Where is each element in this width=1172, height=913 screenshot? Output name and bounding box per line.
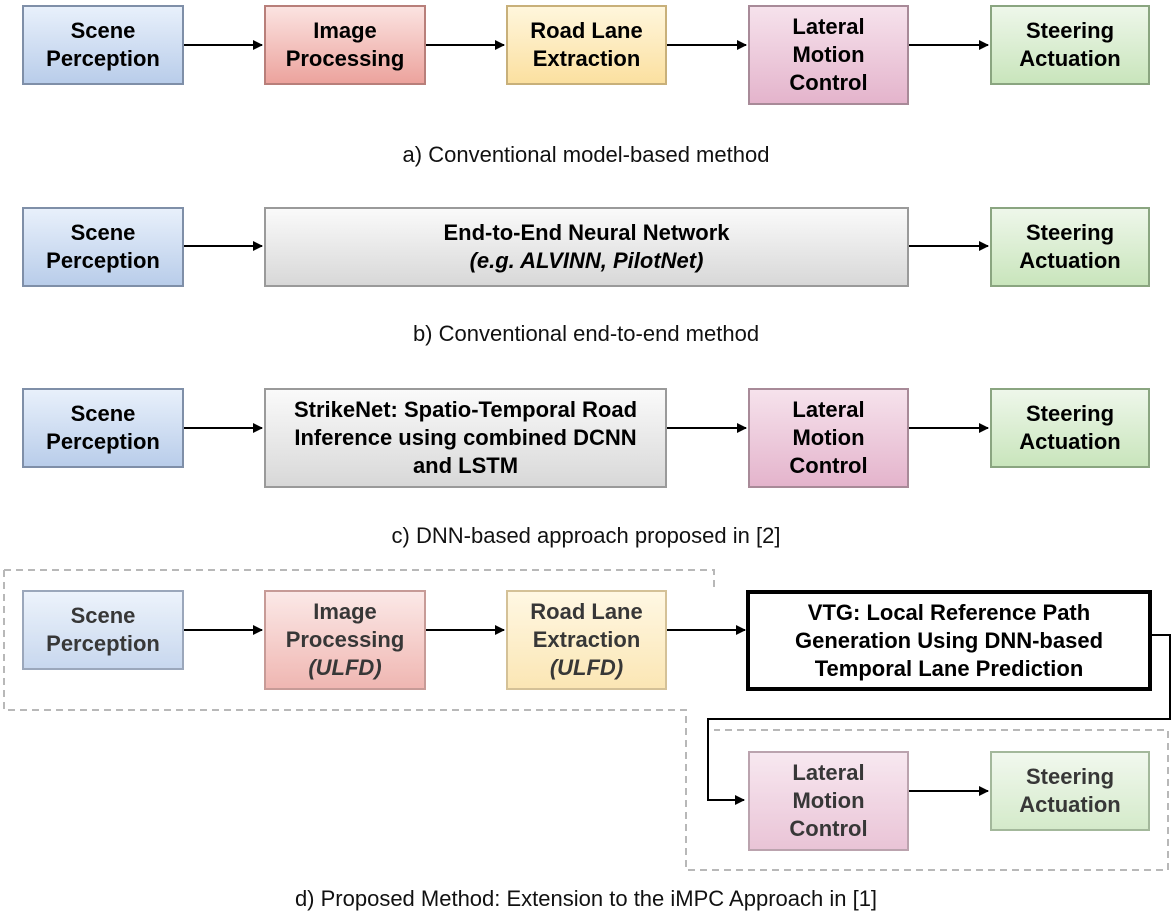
- label-line: Extraction: [532, 627, 641, 652]
- row-d-lateral-motion-control-box: Lateral Motion Control: [748, 751, 909, 851]
- label-line: Lateral: [792, 397, 865, 422]
- label-line: Perception: [46, 429, 160, 454]
- label-line: Lateral: [792, 14, 865, 39]
- row-b-steering-actuation-box: Steering Actuation: [990, 207, 1150, 287]
- row-b-scene-perception-box: Scene Perception: [22, 207, 184, 287]
- label-line: Steering: [1025, 764, 1115, 789]
- row-d-vtg-box: VTG: Local Reference Path Generation Usi…: [746, 590, 1152, 691]
- row-a-steering-actuation-box: Steering Actuation: [990, 5, 1150, 85]
- label-line: Extraction: [532, 46, 641, 71]
- caption-b: b) Conventional end-to-end method: [412, 321, 760, 346]
- label-line: Motion: [792, 788, 865, 813]
- row-a-image-processing-box: Image Processing: [264, 5, 426, 85]
- label-line: Motion: [792, 425, 865, 450]
- label-line: Lateral: [792, 760, 865, 785]
- label-line: VTG: Local Reference Path: [807, 599, 1091, 625]
- label-line: Road Lane: [530, 18, 643, 43]
- caption-a: a) Conventional model-based method: [402, 142, 770, 167]
- row-c-scene-perception-box: Scene Perception: [22, 388, 184, 468]
- label-line: Perception: [46, 248, 160, 273]
- arrow-d4-vtg-to-lateral: [707, 634, 1171, 805]
- label-line-ulfd: (ULFD): [308, 655, 382, 680]
- label-line: Scene: [70, 401, 136, 426]
- label-line-ulfd: (ULFD): [549, 655, 624, 680]
- row-d-road-lane-extraction-box: Road Lane Extraction (ULFD): [506, 590, 667, 690]
- caption-d: d) Proposed Method: Extension to the iMP…: [294, 886, 878, 911]
- row-d-image-processing-box: Image Processing (ULFD): [264, 590, 426, 690]
- row-d-steering-actuation-box: Steering Actuation: [990, 751, 1150, 831]
- label-line: Actuation: [1019, 792, 1121, 817]
- label-line: Steering: [1025, 18, 1115, 43]
- label-line: Actuation: [1019, 248, 1121, 273]
- label-line: Road Lane: [530, 599, 643, 624]
- label-line: Steering: [1025, 220, 1115, 245]
- row-c-steering-actuation-box: Steering Actuation: [990, 388, 1150, 468]
- label-line: Control: [789, 70, 868, 95]
- label-line: Steering: [1025, 401, 1115, 426]
- caption-c: c) DNN-based approach proposed in [2]: [391, 523, 781, 548]
- label-line: Temporal Lane Prediction: [814, 655, 1084, 681]
- label-line: Scene: [70, 603, 136, 628]
- label-line: Image: [313, 18, 377, 43]
- label-line: Perception: [46, 631, 160, 656]
- row-a-lateral-motion-control-box: Lateral Motion Control: [748, 5, 909, 105]
- label-line: Control: [789, 816, 868, 841]
- label-line: Actuation: [1019, 429, 1121, 454]
- label-line: and LSTM: [412, 453, 519, 478]
- row-c-strikenet-box: StrikeNet: Spatio-Temporal Road Inferenc…: [264, 388, 667, 488]
- label-line: Scene: [70, 18, 136, 43]
- label-line: Image: [313, 599, 377, 624]
- label-line: Processing: [285, 627, 405, 652]
- label-line: Perception: [46, 46, 160, 71]
- row-a-road-lane-extraction-box: Road Lane Extraction: [506, 5, 667, 85]
- label-line: Actuation: [1019, 46, 1121, 71]
- label-line: Motion: [792, 42, 865, 67]
- label-line: StrikeNet: Spatio-Temporal Road: [293, 397, 638, 422]
- label-line: Processing: [285, 46, 405, 71]
- row-b-end-to-end-network-box: End-to-End Neural Network (e.g. ALVINN, …: [264, 207, 909, 287]
- row-c-lateral-motion-control-box: Lateral Motion Control: [748, 388, 909, 488]
- label-line: End-to-End Neural Network: [443, 220, 730, 245]
- label-line: Inference using combined DCNN: [294, 425, 637, 450]
- label-line-examples: (e.g. ALVINN, PilotNet): [469, 248, 704, 273]
- row-a-scene-perception-box: Scene Perception: [22, 5, 184, 85]
- label-line: Generation Using DNN-based: [794, 627, 1104, 653]
- row-d-scene-perception-box: Scene Perception: [22, 590, 184, 670]
- label-line: Scene: [70, 220, 136, 245]
- ulfd-group-outline: [3, 569, 1169, 871]
- label-line: Control: [789, 453, 868, 478]
